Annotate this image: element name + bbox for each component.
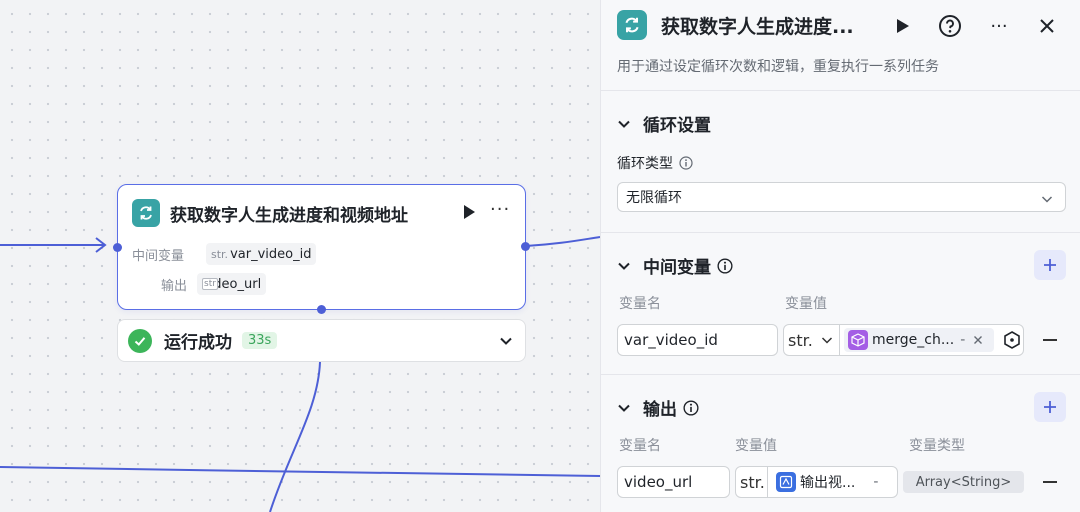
ref-name: merge_ch... — [872, 332, 955, 348]
col-value-label: 变量值 — [735, 438, 777, 454]
edge-out — [525, 236, 601, 247]
var-name: var_video_id — [230, 246, 312, 262]
node-row-label: 中间变量 — [132, 248, 185, 264]
variable-ref-tag[interactable]: merge_ch... - — [844, 328, 994, 352]
loop-node-card[interactable]: 获取数字人生成进度和视频地址 ··· 中间变量 str. var_video_i… — [117, 184, 526, 310]
edge-bottom — [0, 466, 601, 477]
status-text: 运行成功 — [164, 333, 232, 353]
output-name-input[interactable]: video_url — [617, 466, 730, 498]
plus-icon — [1044, 401, 1056, 413]
variable-ref-tag[interactable]: 输出视... - — [772, 470, 892, 494]
var-name-input[interactable]: var_video_id — [617, 324, 778, 356]
cube-icon — [848, 330, 868, 350]
info-icon[interactable] — [717, 257, 733, 274]
node-more-icon[interactable]: ··· — [490, 199, 511, 220]
type-text: str. — [740, 472, 765, 492]
col-type-label: 变量类型 — [909, 438, 965, 454]
node-row-label: 输出 — [160, 278, 187, 294]
type-tag: str. — [211, 247, 229, 261]
collapse-chevron-icon[interactable] — [617, 117, 631, 131]
more-icon[interactable]: ··· — [990, 15, 1008, 37]
type-tag: str — [202, 278, 218, 290]
label-text: 循环类型 — [617, 156, 673, 172]
section-title: 输出 — [643, 400, 677, 420]
type-text: str. — [788, 330, 813, 350]
node-config-panel: 获取数字人生成进度... ··· 用于通过设定循环次数和逻辑，重复执行一系列任务… — [600, 0, 1080, 512]
input-value: var_video_id — [624, 331, 718, 349]
ref-name: 输出视... — [800, 475, 856, 491]
node-run-icon[interactable] — [460, 203, 478, 221]
close-icon[interactable] — [1035, 14, 1059, 38]
node-var-pill: str. var_video_id — [206, 243, 317, 265]
loop-type-select[interactable]: 无限循环 — [617, 182, 1066, 212]
node-output-pill: str video_url — [197, 273, 267, 295]
chevron-down-icon — [821, 337, 832, 344]
node-row-output: 输出 str video_url — [132, 273, 267, 295]
output-handle[interactable] — [521, 242, 530, 251]
node-title: 获取数字人生成进度和视频地址 — [170, 206, 408, 226]
output-value-field[interactable]: str. 输出视... - — [735, 466, 898, 498]
panel-description: 用于通过设定循环次数和逻辑，重复执行一系列任务 — [617, 59, 939, 75]
loop-type-label: 循环类型 — [617, 153, 693, 173]
remove-variable-button[interactable] — [1043, 339, 1057, 341]
info-icon[interactable] — [683, 399, 699, 416]
type-select[interactable]: str. — [784, 325, 840, 355]
variable-picker-icon[interactable] — [1002, 330, 1022, 350]
type-select[interactable]: str. — [736, 467, 768, 497]
duration-badge: 33s — [242, 332, 278, 349]
col-name-label: 变量名 — [619, 296, 661, 312]
col-name-label: 变量名 — [619, 438, 661, 454]
loop-icon — [617, 10, 647, 40]
help-icon[interactable] — [937, 14, 963, 38]
input-handle[interactable] — [113, 243, 122, 252]
node-row-var: 中间变量 str. var_video_id — [132, 243, 317, 265]
output-type-badge: Array<String> — [903, 471, 1024, 493]
string-var-icon — [776, 472, 796, 492]
edge-down — [269, 361, 321, 512]
collapse-chevron-icon[interactable] — [617, 259, 631, 273]
panel-title[interactable]: 获取数字人生成进度... — [661, 16, 854, 38]
ref-suffix: - — [960, 332, 966, 348]
loop-icon — [132, 199, 160, 227]
remove-icon[interactable] — [973, 335, 983, 345]
vars-section-header[interactable]: 中间变量 — [617, 253, 733, 278]
edge-in-arrow — [95, 237, 107, 253]
collapse-chevron-icon[interactable] — [617, 401, 631, 415]
plus-icon — [1044, 259, 1056, 271]
loop-body-handle[interactable] — [317, 305, 326, 314]
info-icon[interactable] — [679, 156, 693, 170]
chevron-down-icon[interactable] — [499, 334, 513, 348]
success-check-icon — [128, 328, 152, 353]
remove-output-button[interactable] — [1043, 481, 1057, 483]
add-output-button[interactable] — [1034, 392, 1066, 422]
input-value: video_url — [624, 473, 693, 491]
section-title: 循环设置 — [643, 116, 711, 136]
divider — [601, 374, 1080, 375]
section-title: 中间变量 — [643, 258, 711, 278]
ref-suffix: - — [873, 474, 879, 490]
run-icon[interactable] — [893, 14, 913, 38]
chevron-down-icon — [1041, 196, 1053, 203]
output-section-header[interactable]: 输出 — [617, 395, 699, 420]
col-value-label: 变量值 — [785, 296, 827, 312]
panel-header: 获取数字人生成进度... ··· 用于通过设定循环次数和逻辑，重复执行一系列任务 — [601, 0, 1080, 90]
var-value-field[interactable]: str. merge_ch... - — [783, 324, 1024, 356]
add-variable-button[interactable] — [1034, 250, 1066, 280]
run-status-bar[interactable]: 运行成功 33s — [117, 319, 526, 362]
loop-section-header[interactable]: 循环设置 — [617, 111, 711, 136]
select-value: 无限循环 — [626, 190, 682, 206]
divider — [601, 90, 1080, 91]
divider — [601, 232, 1080, 233]
